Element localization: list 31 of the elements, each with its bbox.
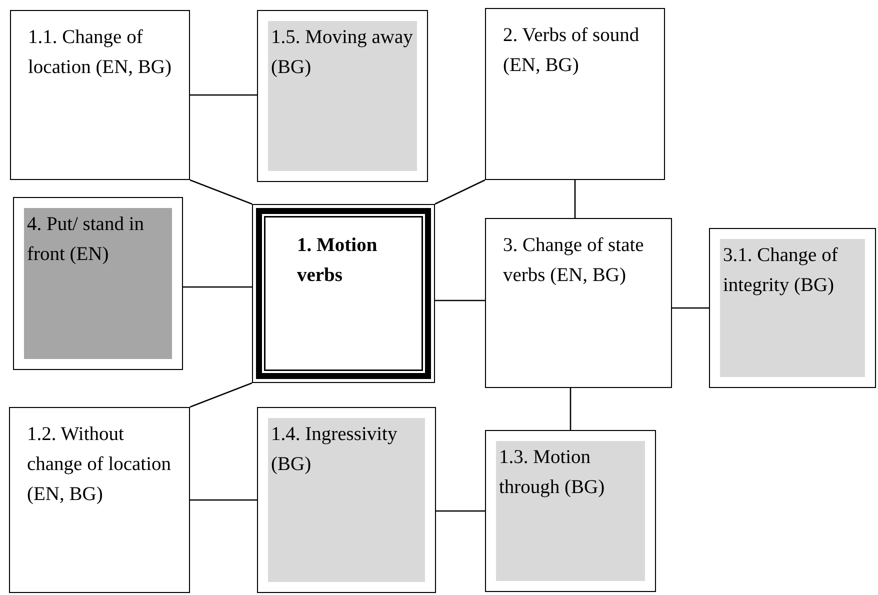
text-box — [709, 228, 876, 388]
node-label: 1.5. Moving away (BG) — [268, 21, 417, 171]
text-box — [485, 8, 665, 180]
connector-line — [436, 510, 485, 512]
connector-line — [434, 179, 486, 205]
node-label: 2. Verbs of sound (EN, BG) — [502, 24, 640, 78]
connector-line — [190, 94, 257, 96]
connector-line — [574, 180, 576, 218]
node-label: 1.4. Ingressivity (BG) — [268, 418, 425, 582]
connector-line — [190, 499, 257, 501]
text-box — [252, 204, 435, 383]
node-label: 4. Put/ stand in front (EN) — [24, 208, 172, 359]
node-label: 1.3. Motion through (BG) — [496, 441, 645, 581]
text-box — [13, 197, 183, 370]
node-label: 1. Motion verbs — [296, 234, 378, 288]
connector-line — [672, 307, 709, 309]
text-box — [257, 10, 428, 182]
text-box — [9, 407, 190, 593]
text-box — [10, 10, 190, 180]
node-label: 3. Change of state verbs (EN, BG) — [502, 234, 645, 288]
connector-line — [435, 300, 485, 302]
text-box — [485, 430, 656, 592]
text-box — [257, 407, 436, 593]
connector-line — [190, 382, 252, 408]
node-label: 1.1. Change of location (EN, BG) — [27, 26, 173, 80]
node-label: 1.2. Without change of location (EN, BG) — [26, 423, 172, 508]
connector-line — [190, 179, 252, 205]
node-label: 3.1. Change of integrity (BG) — [720, 239, 865, 377]
connector-line — [183, 286, 252, 288]
text-box — [485, 218, 672, 388]
connector-line — [570, 388, 572, 430]
